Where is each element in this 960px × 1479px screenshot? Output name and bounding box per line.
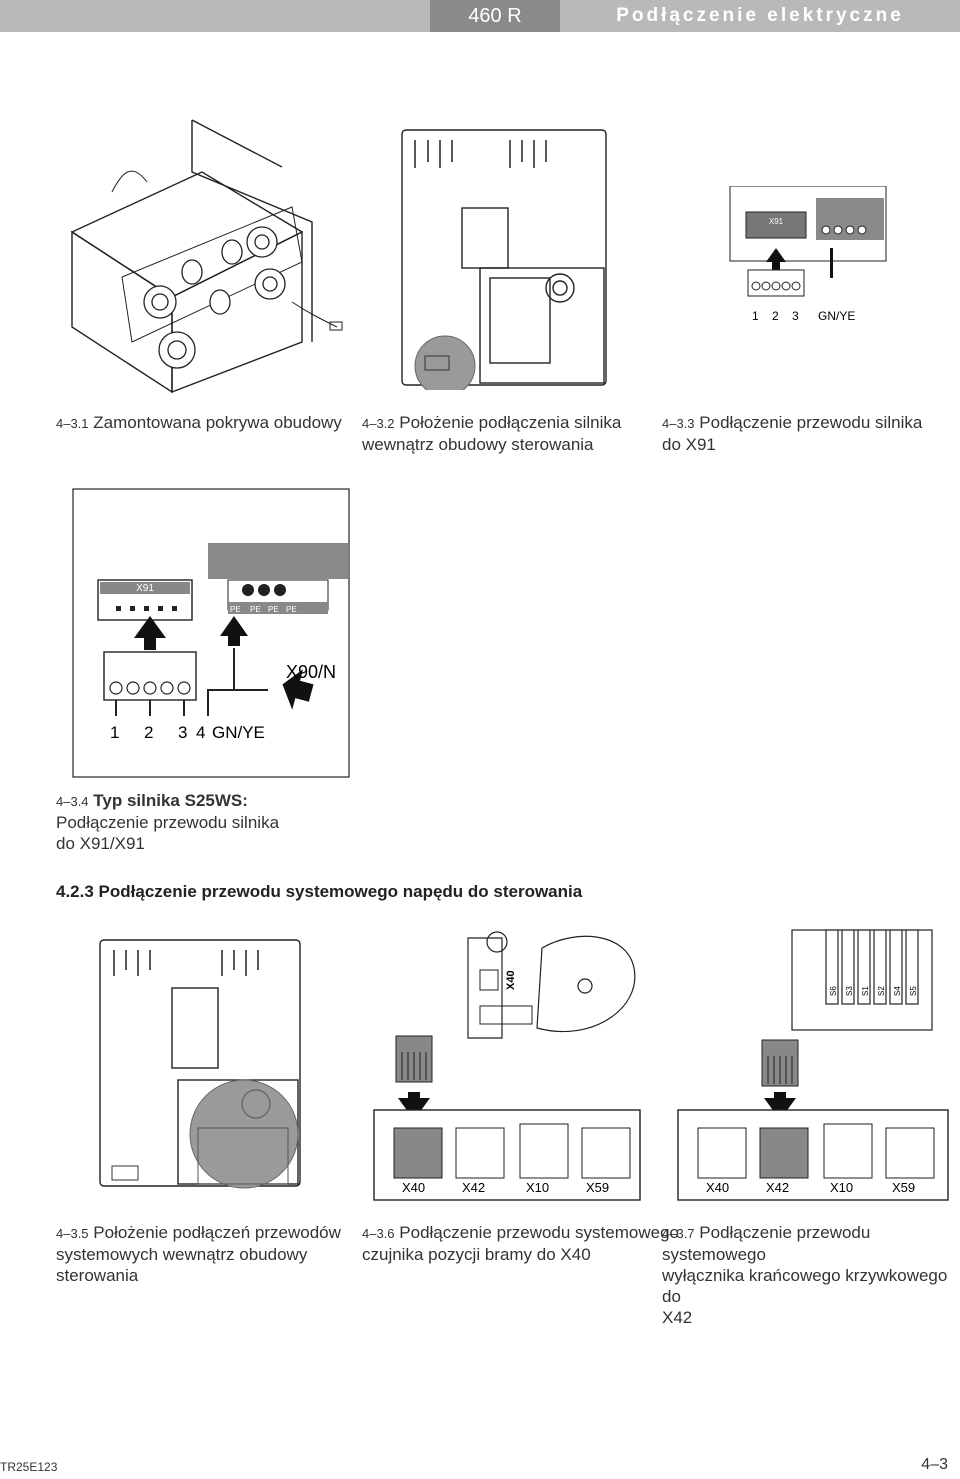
svg-text:PE: PE bbox=[286, 605, 297, 614]
svg-text:PE: PE bbox=[268, 605, 279, 614]
x42-label: X42 bbox=[766, 1180, 789, 1195]
x91-label: X91 bbox=[769, 217, 784, 226]
svg-text:PE: PE bbox=[250, 605, 261, 614]
figure-s25ws-motor: X91 PE PE PE PE X90/N 1 2 3 4 GN/YE bbox=[72, 488, 350, 778]
caption-fig-7: 4–3.7 Podłączenie przewodu systemowego w… bbox=[662, 1223, 948, 1327]
x40-label: X40 bbox=[706, 1180, 729, 1195]
caption-fig-3: 4–3.3 Podłączenie przewodu silnika do X9… bbox=[662, 413, 923, 454]
x40-connection-drawing: X40 X40 X42 X10 X59 bbox=[373, 931, 641, 1201]
pe-label: PE bbox=[230, 605, 241, 614]
document-code: TR25E123 bbox=[0, 1460, 58, 1474]
control-housing-drawing bbox=[401, 129, 607, 390]
figure-limit-switch-x42: S6 S3 S1 S2 S4 S5 X40 X42 X10 X59 bbox=[676, 928, 952, 1204]
figure-mounted-cover bbox=[52, 112, 352, 402]
system-housing-drawing bbox=[99, 939, 301, 1189]
caption-fig-1: 4–3.1 Zamontowana pokrywa obudowy bbox=[56, 413, 342, 432]
page-title: Podłączenie elektryczne bbox=[616, 5, 904, 26]
x42-connection-drawing: S6 S3 S1 S2 S4 S5 X40 X42 X10 X59 bbox=[677, 929, 949, 1201]
terminal-2-label: 2 bbox=[144, 723, 153, 742]
x59-label: X59 bbox=[892, 1180, 915, 1195]
gnye-label: GN/YE bbox=[212, 723, 265, 742]
caption-fig-2: 4–3.2 Położenie podłączenia silnika wewn… bbox=[362, 413, 622, 454]
mounted-cover-drawing bbox=[70, 119, 343, 394]
x90n-label: X90/N bbox=[286, 662, 336, 682]
caption-fig-5: 4–3.5 Położenie podłączeń przewodów syst… bbox=[56, 1223, 341, 1285]
x40-vertical-label: X40 bbox=[505, 970, 517, 990]
figure-motor-cable-x91: X91 1 2 3 GN/YE bbox=[728, 186, 888, 326]
s25ws-connection-drawing: X91 PE PE PE PE X90/N 1 2 3 4 GN/YE bbox=[72, 488, 350, 778]
x10-label: X10 bbox=[526, 1180, 549, 1195]
figure-motor-connection-location bbox=[400, 128, 610, 390]
s3-label: S3 bbox=[845, 986, 854, 996]
figure-system-cable-location bbox=[98, 930, 304, 1190]
terminal-3-label: 3 bbox=[792, 309, 799, 323]
section-heading: 4.2.3 Podłączenie przewodu systemowego n… bbox=[56, 882, 583, 901]
x42-label: X42 bbox=[462, 1180, 485, 1195]
s1-label: S1 bbox=[861, 986, 870, 996]
terminal-4-label: 4 bbox=[196, 723, 205, 742]
gnye-label: GN/YE bbox=[818, 309, 855, 323]
x59-label: X59 bbox=[586, 1180, 609, 1195]
x91-connection-drawing: X91 1 2 3 GN/YE bbox=[729, 186, 887, 323]
caption-fig-6: 4–3.6 Podłączenie przewodu systemowego c… bbox=[362, 1223, 679, 1264]
figure-position-sensor-x40: X40 X40 X42 X10 X59 bbox=[372, 928, 642, 1202]
page-header: 460 R Podłączenie elektryczne bbox=[0, 0, 960, 32]
x40-label: X40 bbox=[402, 1180, 425, 1195]
s2-label: S2 bbox=[877, 986, 886, 996]
terminal-1-label: 1 bbox=[110, 723, 119, 742]
page-number: 4–3 bbox=[921, 1456, 948, 1473]
terminal-2-label: 2 bbox=[772, 309, 779, 323]
x10-label: X10 bbox=[830, 1180, 853, 1195]
caption-fig-4: 4–3.4 Typ silnika S25WS: Podłączenie prz… bbox=[56, 791, 280, 853]
model-number: 460 R bbox=[430, 0, 560, 32]
s4-label: S4 bbox=[893, 986, 902, 996]
terminal-3-label: 3 bbox=[178, 723, 187, 742]
terminal-1-label: 1 bbox=[752, 309, 759, 323]
s5-label: S5 bbox=[909, 986, 918, 996]
s6-label: S6 bbox=[829, 986, 838, 996]
x91-label: X91 bbox=[136, 583, 154, 594]
